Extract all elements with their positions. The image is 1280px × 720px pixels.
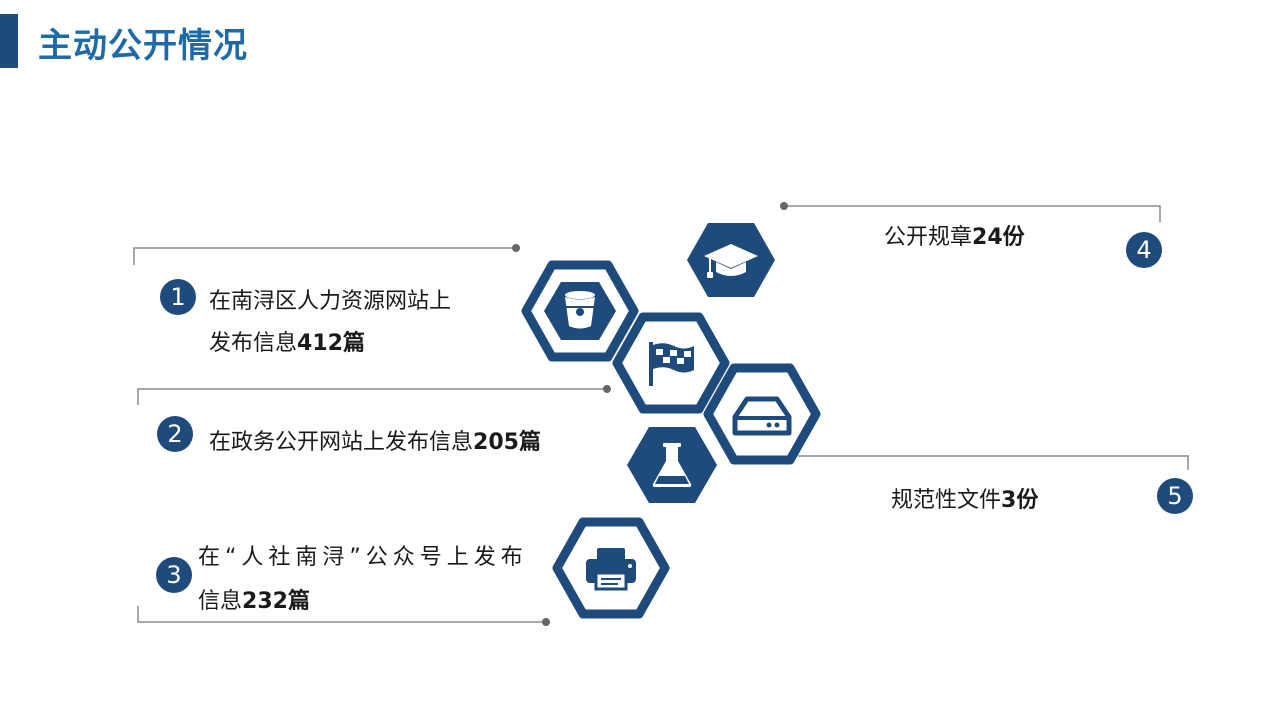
item-text-2: 在政务公开网站上发布信息205篇 [209,424,541,456]
title-accent-bar [0,14,18,68]
hex-flask [627,427,717,503]
hex-graduation-cap [687,223,775,297]
item-3-line2-prefix: 信息 [198,589,243,614]
item-text-3: 在“人社南浔”公众号上发布 信息232篇 [198,536,528,624]
printer-icon [586,548,636,591]
hex-bucket [521,260,639,362]
connector-line-1 [133,247,516,265]
item-4-count: 24份 [972,225,1025,250]
connector-line-5 [798,455,1189,470]
item-number-5: 5 [1157,478,1193,514]
item-text-4: 公开规章24份 [884,219,1025,251]
item-1-count: 412篇 [297,331,365,356]
item-text-5: 规范性文件3份 [891,482,1038,514]
flag-icon [649,342,694,386]
connector-line-3 [137,606,546,623]
item-1-line1: 在南浔区人力资源网站上 [209,289,452,314]
item-4-prefix: 公开规章 [884,225,973,250]
hex-flag [612,312,730,414]
bucket-icon [565,291,595,329]
graduation-cap-icon [704,244,758,278]
item-number-2: 2 [157,416,193,452]
connector-line-2 [137,388,607,405]
connector-line-4 [784,205,1161,222]
page-title: 主动公开情况 [38,26,248,66]
flask-icon [652,443,692,487]
item-number-4: 4 [1126,232,1162,268]
item-3-line1: 在“人社南浔”公众号上发布 [198,545,528,570]
item-number-1: 1 [160,279,196,315]
hard-drive-icon [732,396,792,436]
hex-printer [552,517,670,619]
item-2-prefix: 在政务公开网站上发布信息 [209,430,474,455]
item-text-1: 在南浔区人力资源网站上 发布信息412篇 [209,281,451,365]
hex-hard-drive [703,363,821,465]
connector-dot-1 [512,244,520,252]
item-3-count: 232篇 [242,589,310,614]
item-5-count: 3份 [1001,488,1039,513]
item-2-count: 205篇 [473,430,541,455]
connector-dot-4 [780,202,788,210]
connector-dot-3 [542,618,550,626]
connector-dot-2 [603,385,611,393]
item-1-line2-prefix: 发布信息 [209,331,298,356]
item-number-3: 3 [156,557,192,593]
item-5-prefix: 规范性文件 [891,488,1002,513]
